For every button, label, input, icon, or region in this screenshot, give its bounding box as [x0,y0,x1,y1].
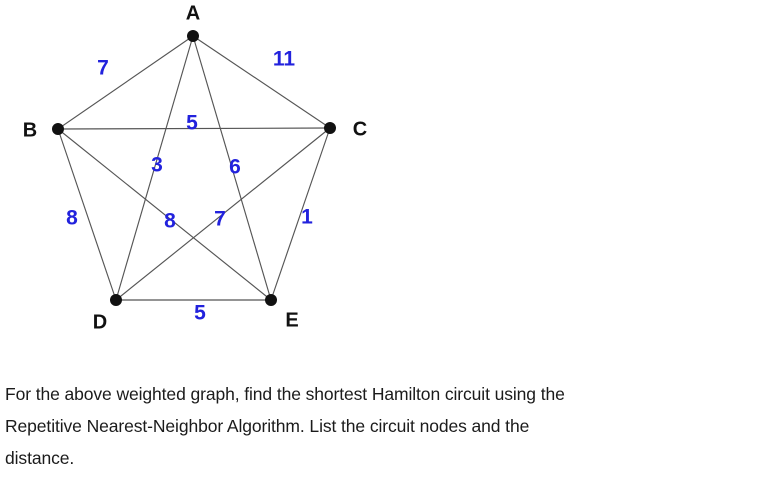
graph-node-d [110,294,122,306]
weighted-graph-figure: A B C D E 7 11 3 6 5 8 8 7 1 5 [0,0,400,350]
edge-weight-be: 8 [164,210,176,233]
edge-weight-bd: 8 [66,207,78,230]
edge-ab [57,35,194,130]
nodes-group [52,30,336,306]
edge-weight-ab: 7 [97,57,109,80]
question-line-3: distance. [5,448,75,468]
graph-node-b [52,123,64,135]
node-labels-group: A B C D E [23,2,367,333]
edge-weight-de: 5 [194,302,206,325]
edge-weight-cd: 7 [214,208,226,231]
node-label-a: A [186,2,200,24]
node-label-b: B [23,119,37,141]
graph-node-a [187,30,199,42]
edge-bc [57,127,331,130]
edge-weight-ac: 11 [273,48,296,71]
edge-ce [270,127,331,301]
edge-be [57,128,272,301]
edge-weight-ad: 3 [151,154,163,177]
graph-node-c [324,122,336,134]
edge-bd [57,128,117,301]
edge-cd [115,127,331,301]
edge-weight-bc: 5 [186,112,198,135]
node-label-e: E [285,309,298,331]
edge-ac [192,35,331,129]
edge-ae [192,35,272,301]
node-label-d: D [93,311,107,333]
edge-weight-ce: 1 [301,206,313,229]
question-text: For the above weighted graph, find the s… [5,378,775,474]
edge-ad [115,35,194,301]
edge-weights-group: 7 11 3 6 5 8 8 7 1 5 [66,48,313,325]
edges-group [57,35,331,301]
graph-canvas: A B C D E 7 11 3 6 5 8 8 7 1 5 [23,2,367,333]
question-line-1: For the above weighted graph, find the s… [5,384,565,404]
edge-weight-ae: 6 [229,156,241,179]
graph-node-e [265,294,277,306]
question-line-2: Repetitive Nearest-Neighbor Algorithm. L… [5,416,530,436]
node-label-c: C [353,118,367,140]
